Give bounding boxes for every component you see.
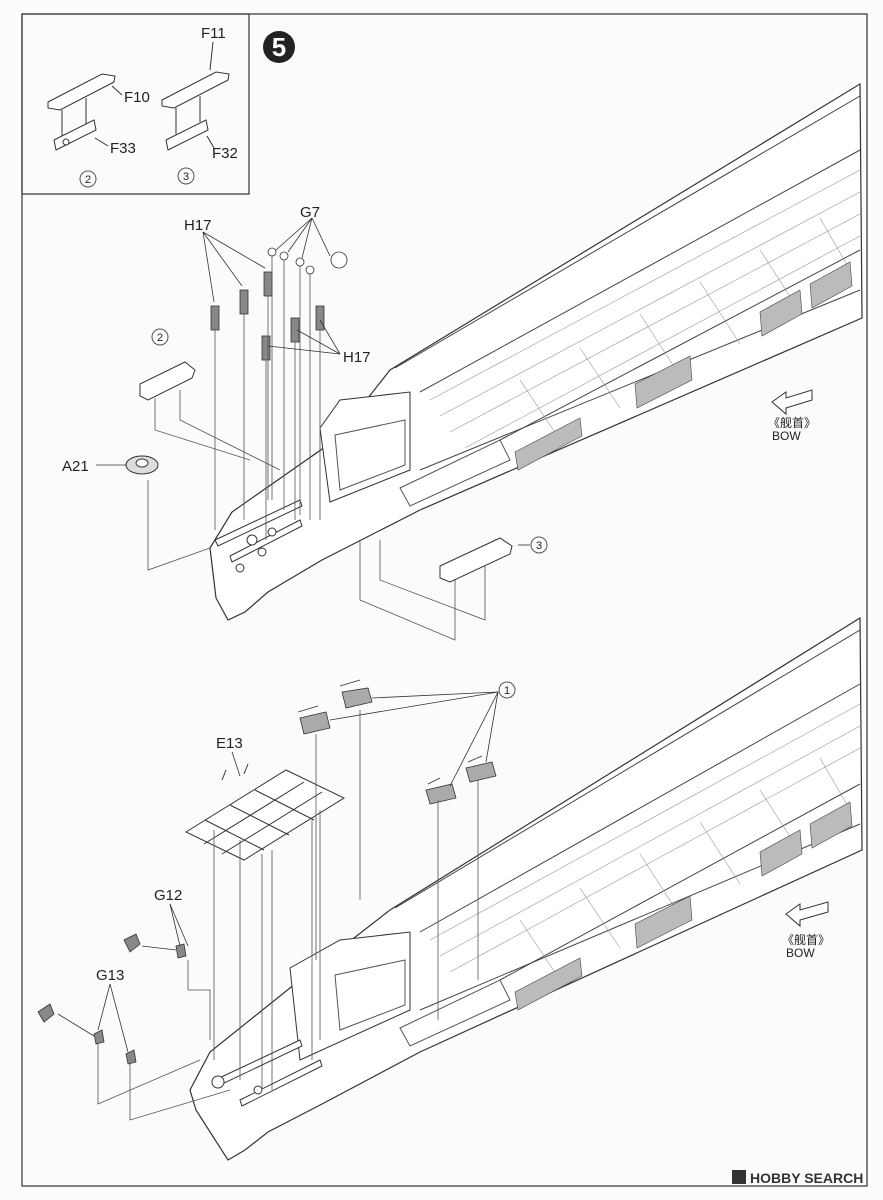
step-number: 5: [272, 32, 286, 62]
part-f10-drawing: [47, 73, 116, 111]
part-f32-drawing: [165, 119, 209, 151]
upper-hull-diagram: H17 G7 H17 A21 2 3 《舰首》 BOW: [62, 82, 863, 641]
page-frame: [21, 13, 868, 1187]
upper-label-h17-right: H17: [343, 349, 371, 366]
lower-bow-arrow: 《舰首》 BOW: [782, 901, 830, 960]
upper-subassembly-2: 2: [157, 332, 163, 344]
lower-label-e13: E13: [216, 735, 243, 752]
inset-subassembly-3: 3: [183, 171, 189, 183]
g12-g13-parts: [37, 933, 187, 1065]
upper-subassembly-3-part: [439, 537, 513, 583]
lower-hull-diagram: E13 G12 G13 1 《舰首》 BOW: [37, 616, 863, 1161]
lower-label-g13: G13: [96, 967, 124, 984]
upper-label-a21: A21: [62, 458, 89, 475]
inset-label-f33: F33: [110, 140, 136, 157]
part-f11-drawing: [161, 71, 230, 109]
upper-label-h17-top: H17: [184, 217, 212, 234]
upper-subassembly-2-part: [139, 361, 196, 401]
watermark: HOBBY SEARCH: [732, 1170, 863, 1186]
upper-label-g7: G7: [300, 204, 320, 221]
upper-bow-arrow: 《舰首》 BOW: [768, 389, 816, 443]
h17-parts: [210, 271, 325, 361]
inset-box: F11 F10 F33 F32 2 3: [21, 13, 250, 195]
inset-subassembly-2: 2: [85, 174, 91, 186]
lower-bow-cjk: 《舰首》: [782, 933, 830, 947]
part-a21-drawing: [125, 455, 159, 475]
watermark-text: HOBBY SEARCH: [750, 1170, 863, 1186]
lower-bow-label: BOW: [786, 946, 815, 960]
inset-label-f11: F11: [201, 25, 226, 42]
aa-gun-parts: [297, 679, 497, 805]
upper-subassembly-3: 3: [536, 540, 542, 552]
upper-bow-label: BOW: [772, 429, 801, 443]
g7-parts: [267, 247, 348, 275]
part-e13-drawing: [184, 763, 346, 861]
inset-label-f32: F32: [212, 145, 238, 162]
lower-subassembly-1: 1: [504, 685, 510, 697]
part-f33-drawing: [53, 119, 97, 151]
upper-bow-cjk: 《舰首》: [768, 416, 816, 430]
lower-label-g12: G12: [154, 887, 182, 904]
inset-label-f10: F10: [124, 89, 150, 106]
step-badge: 5: [263, 31, 295, 63]
